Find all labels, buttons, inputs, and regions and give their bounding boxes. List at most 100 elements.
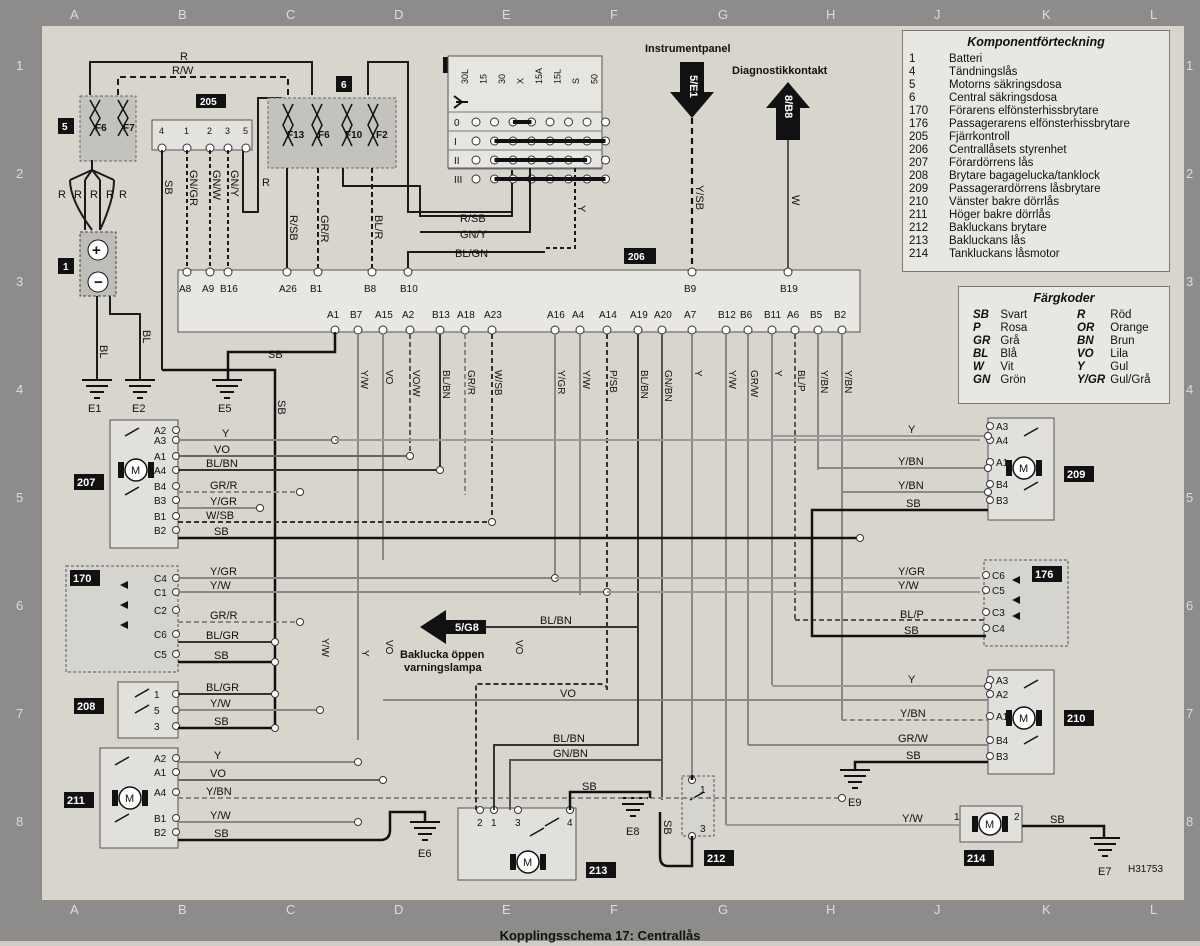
ground-label: E7	[1098, 866, 1111, 878]
connector-label: Diagnostikkontakt	[732, 65, 828, 77]
fuse-label: F6	[95, 123, 107, 134]
id-badge	[704, 850, 734, 866]
wire-label: R/SB	[287, 215, 299, 241]
wire-label: R/SB	[460, 213, 486, 225]
pin-label: B3	[996, 496, 1009, 507]
color-name: Gul	[1110, 361, 1129, 373]
junction-dot	[436, 466, 444, 474]
grid-col-label: F	[610, 902, 618, 917]
pin-dot	[986, 752, 994, 760]
battery-plus-terminal	[87, 239, 109, 261]
battery-minus-terminal	[87, 271, 109, 293]
wire-label: BL/P	[795, 370, 806, 392]
component-id: 5	[62, 122, 68, 133]
motor-label: M	[985, 819, 994, 831]
pin-dot	[986, 712, 994, 720]
component-id: 1	[63, 262, 69, 273]
contact-dot	[582, 117, 592, 127]
pin-label: C1	[154, 588, 167, 599]
pin-dot	[282, 267, 292, 277]
junction-dot	[271, 658, 279, 666]
motor-label: M	[131, 465, 140, 477]
grid-col-label: E	[502, 902, 511, 917]
component-id: 213	[589, 865, 607, 877]
wire-label: Y/W	[580, 370, 591, 389]
wire-label: Y/GR	[210, 496, 237, 508]
wire-label: Y	[222, 428, 230, 440]
wire-label: VO/W	[410, 370, 421, 397]
wire	[810, 538, 986, 638]
pin-label: B4	[996, 736, 1009, 747]
component-number: 212	[909, 222, 929, 234]
pin-dot	[172, 814, 180, 822]
motor-icon	[1012, 456, 1036, 480]
wire-label: Y/BN	[818, 370, 829, 393]
component-number: 213	[909, 235, 929, 247]
grid-col-label: G	[718, 7, 728, 22]
switch-contact	[544, 817, 560, 827]
wire-label: SB	[214, 650, 229, 662]
junction-dot	[256, 504, 264, 512]
pin-label: 5	[154, 706, 160, 717]
junction-dot	[984, 464, 992, 472]
color-name: Rosa	[1000, 322, 1028, 334]
wire-label: Y/BN	[898, 456, 924, 468]
pin-label: A2	[154, 754, 167, 765]
wire-label: SB	[214, 828, 229, 840]
grid-row-label: 5	[1186, 490, 1193, 505]
fuse-label: F10	[345, 130, 363, 141]
component-name: Brytare bagagelucka/tanklock	[949, 170, 1100, 182]
fuse-label: F13	[287, 130, 305, 141]
pin-label: C6	[154, 630, 167, 641]
grid-row-label: 4	[16, 382, 23, 397]
motor-icon	[516, 850, 540, 874]
motor-brush	[118, 462, 124, 478]
pin-dot	[657, 325, 667, 335]
contact-dot	[601, 155, 610, 165]
pin-dot	[986, 690, 994, 698]
grid-col-label: L	[1150, 7, 1157, 22]
wire-label: BL	[97, 345, 109, 358]
id-badge	[1064, 710, 1094, 726]
color-code: W	[973, 361, 984, 373]
component-name: Höger bakre dörrlås	[949, 209, 1051, 221]
pin-label: A15	[375, 310, 393, 321]
wire-label: R/W	[172, 65, 194, 77]
component-number: 209	[909, 183, 929, 195]
pin-dot	[172, 606, 180, 614]
junction-dot	[296, 488, 304, 496]
switch-contact	[124, 427, 140, 437]
component-name: Bakluckans lås	[949, 235, 1026, 247]
component-id: 212	[707, 853, 725, 865]
pin-dot	[172, 650, 180, 658]
pin-dot	[367, 267, 377, 277]
wire	[509, 759, 662, 810]
switch-contact	[124, 486, 140, 496]
color-code-title: Färgkoder	[1033, 291, 1095, 305]
wire-label: BL/P	[900, 609, 924, 621]
wire-label: Y	[359, 650, 370, 657]
pin-dot	[241, 143, 251, 153]
wire-label: R	[119, 189, 127, 201]
pin-label: A3	[996, 422, 1009, 433]
id-badge	[586, 862, 616, 878]
sb-ground-wires	[162, 332, 337, 730]
component-name: Fjärrkontroll	[949, 131, 1010, 143]
grid-col-label: G	[718, 902, 728, 917]
pin-label: A2	[154, 426, 167, 437]
motor-label: M	[125, 793, 134, 805]
junction-dot	[984, 682, 992, 690]
pin-dot	[353, 325, 363, 335]
junction-dot	[984, 488, 992, 496]
wire-label: R	[90, 189, 98, 201]
pin-dot	[982, 586, 990, 594]
pin-dot	[487, 325, 497, 335]
color-code: R	[1077, 309, 1086, 321]
ignition-position: III	[454, 175, 462, 186]
wire-label: Y	[772, 370, 783, 377]
pin-label: C5	[992, 586, 1005, 597]
